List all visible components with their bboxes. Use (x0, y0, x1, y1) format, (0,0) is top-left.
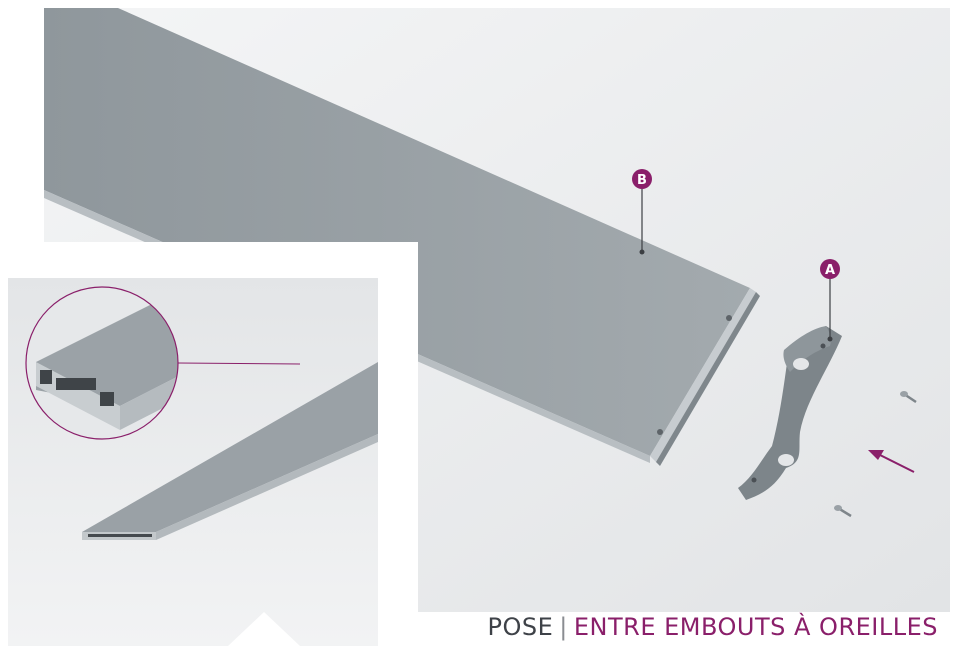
caption: POSE|ENTRE EMBOUTS À OREILLES (488, 612, 939, 642)
callout-a-label: A (825, 263, 835, 278)
caption-title: ENTRE EMBOUTS À OREILLES (574, 613, 938, 641)
caption-prefix: POSE (488, 613, 554, 641)
caption-separator: | (553, 613, 574, 641)
callout-b-label: B (637, 173, 647, 188)
